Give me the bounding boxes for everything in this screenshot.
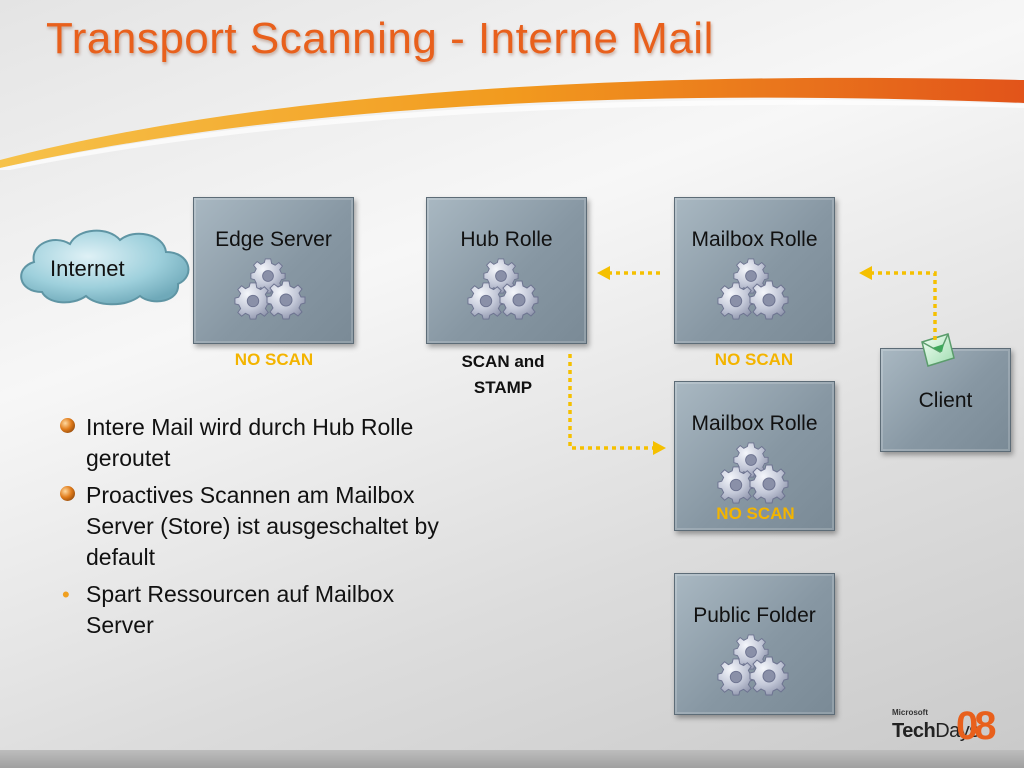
public-folder-label: Public Folder [693,604,816,627]
cloud-icon [20,229,190,306]
footer-bar [0,750,1024,768]
hub-rolle-label: Hub Rolle [460,228,553,251]
bullet-list: Intere Mail wird durch Hub Rolle geroute… [60,412,440,647]
hub-status-line2: STAMP [473,378,533,397]
page-title: Transport Scanning - Interne Mail [46,14,714,63]
list-item: Intere Mail wird durch Hub Rolle geroute… [60,412,440,474]
orange-ball-icon [60,486,75,501]
edge-server-status: NO SCAN [234,350,314,369]
envelope-icon [921,333,955,367]
client-node: Client [880,348,1011,452]
hub-rolle-status: SCAN and STAMP [430,349,576,401]
mailbox-rolle-label-2: Mailbox Rolle [691,412,818,435]
mailbox-rolle-status-1: NO SCAN [714,350,794,369]
hub-status-line1: SCAN and [461,352,545,371]
list-item: Proactives Scannen am Mailbox Server (St… [60,480,440,573]
client-label: Client [918,389,973,412]
mailbox-rolle-label-1: Mailbox Rolle [691,228,818,251]
arrow-hub-to-mailbox2 [568,354,654,450]
hub-rolle-node: Hub Rolle [426,197,587,344]
edge-server-label: Edge Server [215,228,332,251]
edge-server-node: Edge Server [193,197,354,344]
title-swoosh [0,77,1024,170]
public-folder-node: Public Folder [674,573,835,715]
mailbox-rolle-node-2: Mailbox Rolle NO SCAN [674,381,835,531]
bullet-dot-icon: • [62,582,70,607]
list-item: •Spart Ressourcen auf Mailbox Server [62,581,395,638]
mailbox-rolle-node-1: Mailbox Rolle [674,197,835,344]
orange-ball-icon [60,418,75,433]
internet-label: Internet [50,256,125,281]
mailbox-rolle-status-2: NO SCAN [716,504,795,523]
arrow-client-to-mailbox [872,271,937,340]
